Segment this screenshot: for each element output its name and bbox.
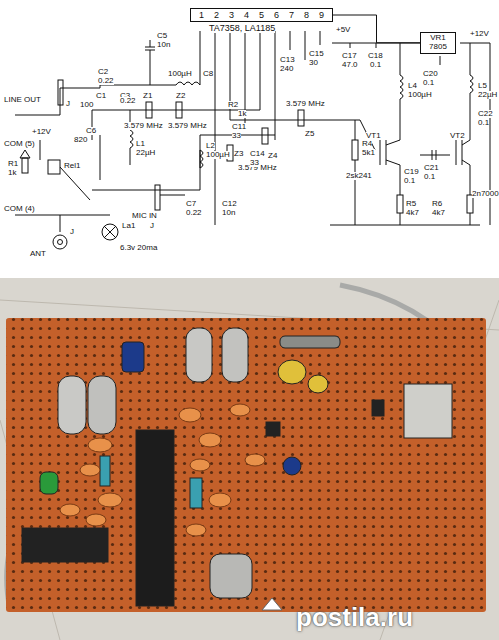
component-label: R4 — [362, 140, 372, 148]
component-label: 100 — [80, 101, 93, 109]
component-label: R2 — [228, 101, 238, 109]
component-label: 30 — [309, 59, 318, 67]
component-label: Z4 — [268, 152, 277, 160]
component-label: Rel1 — [64, 162, 80, 170]
pin-number: 5 — [254, 10, 269, 20]
ic-package: 123456789TA7358, LA1185 — [190, 8, 333, 22]
component-label: C13 — [280, 56, 295, 64]
component-label: L1 — [136, 140, 145, 148]
component-label: 240 — [280, 65, 293, 73]
component-label: +12V — [470, 30, 489, 38]
component-label: VT2 — [450, 132, 465, 140]
component-label: R1 — [8, 160, 18, 168]
component-label: 5k1 — [362, 149, 375, 157]
component-label: 0.1 — [370, 61, 381, 69]
component-label: 0.22 — [98, 77, 114, 85]
component-label: 100µH — [168, 70, 192, 78]
pin-number: 7 — [284, 10, 299, 20]
component-label: 3.579 MHz — [286, 100, 325, 108]
component-label: 47.0 — [342, 61, 358, 69]
component-label: 10n — [222, 209, 235, 217]
component-label: 820 — [74, 136, 87, 144]
component-label: C7 — [186, 200, 196, 208]
component-label: 4k7 — [432, 209, 445, 217]
pin-number: 1 — [194, 10, 209, 20]
component-label: MIC IN — [132, 212, 157, 220]
component-label: VT1 — [366, 132, 381, 140]
component-label: J — [66, 100, 70, 108]
component-label: L4 — [408, 82, 417, 90]
component-label: Z1 — [143, 92, 152, 100]
component-label: C14 — [250, 150, 265, 158]
component-label: L5 — [478, 82, 487, 90]
component-label: 100µH — [408, 91, 432, 99]
watermark: postila.ru — [296, 602, 413, 633]
component-label: C18 — [368, 52, 383, 60]
wire — [333, 15, 420, 43]
component-label: 0.1 — [424, 173, 435, 181]
component-label: C8 — [203, 70, 213, 78]
part-name: TA7358, LA1185 — [209, 23, 275, 33]
component-label: 0.22 — [186, 209, 202, 217]
component-label: 1k — [238, 110, 246, 118]
component-label: C17 — [342, 52, 357, 60]
component-label: 33 — [232, 132, 241, 140]
component-label: J — [70, 228, 74, 236]
component-label: C22 — [478, 110, 493, 118]
component-label: 0.22 — [120, 97, 136, 105]
component-label: L2 — [206, 142, 215, 150]
component-label: C1 — [96, 92, 106, 100]
pin-number: 9 — [314, 10, 329, 20]
pin-number: 3 — [224, 10, 239, 20]
component-label: R5 — [406, 200, 416, 208]
component-label: R6 — [432, 200, 442, 208]
component-label: 4k7 — [406, 209, 419, 217]
component-label: Z3 — [234, 150, 243, 158]
component-label: 100µH — [206, 151, 230, 159]
component-label: COM (4) — [4, 205, 35, 213]
component-label: 33 — [250, 159, 259, 167]
component-label: C15 — [309, 50, 324, 58]
component-label: 6.3v 20ma — [120, 244, 157, 252]
component-label: Z2 — [176, 92, 185, 100]
component-label: C12 — [222, 200, 237, 208]
pin-number: 2 — [209, 10, 224, 20]
component-label: +5V — [336, 26, 350, 34]
component-label: 22µH — [136, 149, 155, 157]
pin-number: 8 — [299, 10, 314, 20]
component-label: C2 — [98, 68, 108, 76]
part-name: VR1 7805 — [421, 33, 455, 53]
component-label: La1 — [122, 222, 135, 230]
component-label: ANT — [30, 250, 46, 258]
component-label: C19 — [404, 168, 419, 176]
component-label: C21 — [424, 164, 439, 172]
component-label: 0.1 — [423, 79, 434, 87]
component-label: Z5 — [305, 130, 314, 138]
component-label: 3.579 MHz — [168, 122, 207, 130]
component-label: C5 — [157, 32, 167, 40]
component-label: 0.1 — [478, 119, 489, 127]
pin-number: 6 — [269, 10, 284, 20]
component-label: LINE OUT — [4, 96, 41, 104]
component-label: J — [150, 222, 154, 230]
component-label: +12V — [32, 128, 51, 136]
component-label: COM (5) — [4, 140, 35, 148]
pin-number: 4 — [239, 10, 254, 20]
component-label: 2n7000 — [472, 190, 499, 198]
component-label: C20 — [423, 70, 438, 78]
component-label: C6 — [86, 127, 96, 135]
component-label: C11 — [232, 123, 246, 131]
component-label: 0.1 — [404, 177, 415, 185]
component-label: 22µH — [478, 91, 497, 99]
regulator-box: VR1 7805 — [420, 32, 456, 54]
component-label: 10n — [157, 41, 170, 49]
component-label: 2sk241 — [346, 172, 372, 180]
component-label: 3.579 MHz — [124, 122, 163, 130]
component-label: 1k — [8, 169, 16, 177]
